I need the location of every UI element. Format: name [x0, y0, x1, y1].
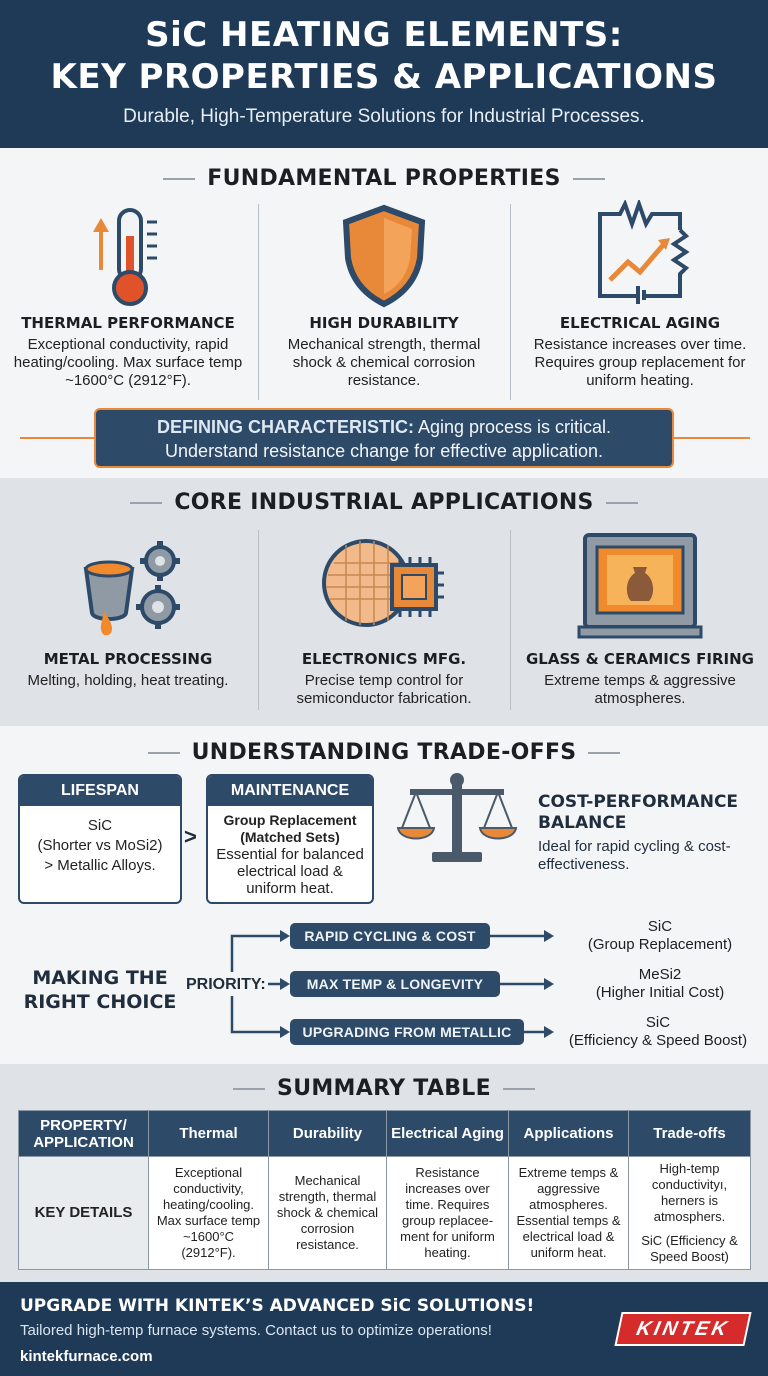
page-title: SiC HEATING ELEMENTS: KEY PROPERTIES & A… [50, 15, 718, 97]
accent-line-right [674, 437, 750, 439]
applications-title: CORE INDUSTRIAL APPLICATIONS [0, 490, 768, 515]
comparison-arrow: > [184, 824, 197, 849]
priority-option-upgrading: UPGRADING FROM METALLIC [290, 1019, 524, 1045]
table-header: Thermal [148, 1110, 269, 1157]
application-metal: METAL PROCESSING Melting, holding, heat … [0, 520, 256, 690]
choice-result: SiC(Efficiency & Speed Boost) [568, 1014, 748, 1049]
property-label: ELECTRICAL AGING [559, 314, 721, 332]
table-header: Trade-offs [628, 1110, 751, 1157]
circuit-graph-icon [512, 196, 768, 314]
fundamentals-title: FUNDAMENTAL PROPERTIES [0, 166, 768, 191]
application-glass-ceramics: GLASS & CERAMICS FIRING Extreme temps & … [512, 520, 768, 708]
table-cell: High-temp conductivityı, herners is atmo… [628, 1156, 751, 1270]
choice-result: SiC(Group Replacement) [587, 918, 733, 953]
tradeoffs-title: UNDERSTANDING TRADE-OFFS [0, 740, 768, 765]
table-header: Applications [508, 1110, 629, 1157]
property-desc: Mechanical strength, thermal shock & che… [287, 336, 481, 389]
table-cell: Resistance increases over time. Requires… [386, 1156, 509, 1270]
footer-website-link[interactable]: kintekfurnace.com [20, 1348, 153, 1365]
table-header: Durability [268, 1110, 387, 1157]
application-electronics: ELECTRONICS MFG. Precise temp control fo… [256, 520, 512, 708]
lifespan-card: LIFESPAN SiC (Shorter vs MoSi2) > Metall… [18, 774, 182, 904]
footer-tagline: Tailored high-temp furnace systems. Cont… [20, 1322, 492, 1339]
priority-label: PRIORITY: [186, 976, 266, 993]
property-thermal: THERMAL PERFORMANCE Exceptional conducti… [0, 196, 256, 390]
shield-icon [256, 196, 512, 314]
cost-performance-balance: COST-PERFORMANCE BALANCE Ideal for rapid… [538, 792, 739, 873]
maintenance-heading: MAINTENANCE [208, 776, 372, 806]
choice-flow-arrows [230, 930, 554, 1038]
priority-option-max-temp: MAX TEMP & LONGEVITY [290, 971, 500, 997]
property-durability: HIGH DURABILITY Mechanical strength, the… [256, 196, 512, 390]
property-label: HIGH DURABILITY [309, 314, 459, 332]
table-header: Electrical Aging [386, 1110, 509, 1157]
summary-table: PROPERTY/ APPLICATION Thermal Durability… [18, 1110, 751, 1270]
lifespan-heading: LIFESPAN [20, 776, 180, 806]
application-label: GLASS & CERAMICS FIRING [526, 650, 754, 668]
table-row-head: KEY DETAILS [18, 1156, 149, 1270]
maintenance-card: MAINTENANCE Group Replacement (Matched S… [206, 774, 374, 904]
table-header-row: PROPERTY/ APPLICATION Thermal Durability… [18, 1110, 751, 1157]
divider [510, 530, 511, 710]
property-desc: Exceptional conductivity, rapid heating/… [13, 336, 243, 389]
application-desc: Melting, holding, heat treating. [27, 672, 229, 689]
header-banner: SiC HEATING ELEMENTS: KEY PROPERTIES & A… [0, 0, 768, 148]
divider [258, 204, 259, 400]
wafer-chip-icon [256, 520, 512, 650]
summary-title: SUMMARY TABLE [0, 1076, 768, 1101]
kintek-logo: KINTEK [614, 1312, 752, 1346]
thermometer-icon [0, 196, 256, 314]
property-desc: Resistance increases over time. Requires… [533, 336, 747, 389]
application-label: METAL PROCESSING [43, 650, 213, 668]
table-cell: Exceptional conductivity, heating/coolin… [148, 1156, 269, 1270]
balance-scale-icon [396, 768, 518, 873]
application-label: ELECTRONICS MFG. [301, 650, 467, 668]
defining-characteristic-banner: DEFINING CHARACTERISTIC: Aging process i… [94, 408, 674, 468]
accent-line-left [20, 437, 94, 439]
application-desc: Precise temp control for semiconductor f… [296, 672, 472, 707]
right-choice-title: MAKING THE RIGHT CHOICE [23, 967, 177, 1013]
table-row: KEY DETAILS Exceptional conductivity, he… [18, 1156, 751, 1270]
divider [510, 204, 511, 400]
table-cell: Extreme temps & aggressive atmospheres. … [508, 1156, 629, 1270]
choice-result: MeSi2(Higher Initial Cost) [595, 966, 725, 1001]
table-header: PROPERTY/ APPLICATION [18, 1110, 149, 1157]
footer-cta: UPGRADE WITH KINTEK’S ADVANCED SiC SOLUT… [20, 1296, 535, 1316]
crucible-gears-icon [0, 520, 256, 650]
kiln-icon [512, 520, 768, 650]
priority-option-rapid-cycling: RAPID CYCLING & COST [290, 923, 490, 949]
footer: UPGRADE WITH KINTEK’S ADVANCED SiC SOLUT… [0, 1282, 768, 1376]
table-cell: Mechanical strength, thermal shock & che… [268, 1156, 387, 1270]
divider [258, 530, 259, 710]
page-subtitle: Durable, High-Temperature Solutions for … [123, 106, 645, 127]
application-desc: Extreme temps & aggressive atmospheres. [544, 672, 736, 707]
property-electrical: ELECTRICAL AGING Resistance increases ov… [512, 196, 768, 390]
property-label: THERMAL PERFORMANCE [21, 314, 235, 332]
